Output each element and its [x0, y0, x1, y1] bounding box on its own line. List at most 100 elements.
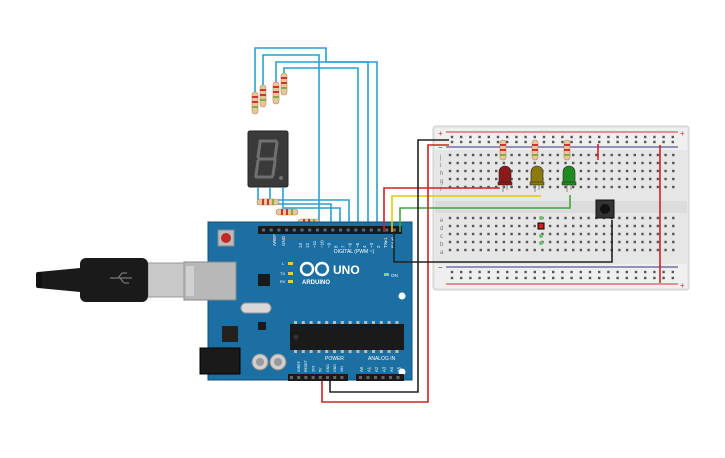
rail-hole[interactable] [515, 276, 518, 280]
rail-hole[interactable] [607, 135, 610, 139]
breadboard-hole[interactable] [471, 216, 475, 220]
breadboard-hole[interactable] [602, 185, 606, 189]
breadboard-hole[interactable] [579, 153, 583, 157]
analog-pin[interactable] [374, 376, 377, 379]
breadboard-hole[interactable] [471, 248, 475, 252]
header-pin[interactable] [385, 228, 389, 232]
breadboard-hole[interactable] [448, 232, 452, 236]
rail-hole[interactable] [588, 270, 592, 274]
breadboard-hole[interactable] [548, 177, 552, 181]
breadboard-hole[interactable] [656, 224, 660, 228]
wire-red-1[interactable] [383, 187, 500, 232]
breadboard-hole[interactable] [495, 240, 498, 244]
breadboard-hole[interactable] [625, 185, 629, 189]
breadboard-hole[interactable] [633, 240, 636, 244]
breadboard-hole[interactable] [587, 248, 590, 252]
breadboard-hole[interactable] [479, 248, 482, 252]
rail-hole[interactable] [616, 270, 619, 274]
breadboard-hole[interactable] [572, 240, 575, 244]
breadboard-hole[interactable] [672, 232, 675, 236]
breadboard-hole[interactable] [649, 177, 652, 181]
breadboard-hole[interactable] [672, 216, 675, 220]
breadboard-hole[interactable] [579, 224, 583, 228]
breadboard-hole[interactable] [641, 240, 644, 244]
breadboard-hole[interactable] [464, 169, 467, 173]
breadboard-hole[interactable] [664, 248, 667, 252]
breadboard-hole[interactable] [502, 248, 506, 252]
breadboard-hole[interactable] [510, 240, 513, 244]
breadboard-hole[interactable] [471, 169, 475, 173]
breadboard-hole[interactable] [456, 224, 459, 228]
rail-hole[interactable] [561, 270, 564, 274]
power-pin[interactable] [318, 376, 322, 379]
breadboard-hole[interactable] [641, 153, 644, 157]
wire-yellow[interactable] [391, 195, 541, 232]
rail-hole[interactable] [478, 276, 481, 280]
breadboard-hole[interactable] [548, 248, 552, 252]
breadboard-hole[interactable] [456, 153, 459, 157]
breadboard-hole[interactable] [541, 153, 544, 157]
breadboard-hole[interactable] [533, 248, 536, 252]
breadboard-hole[interactable] [525, 177, 529, 181]
breadboard-hole[interactable] [641, 248, 644, 252]
breadboard-hole[interactable] [649, 153, 652, 157]
rail-hole[interactable] [524, 140, 527, 144]
breadboard-hole[interactable] [556, 240, 559, 244]
rail-hole[interactable] [450, 276, 454, 280]
breadboard-hole[interactable] [479, 177, 482, 181]
breadboard-hole[interactable] [479, 232, 482, 236]
analog-pin[interactable] [396, 376, 400, 379]
rail-hole[interactable] [552, 270, 555, 274]
breadboard-hole[interactable] [656, 161, 660, 165]
rail-hole[interactable] [469, 140, 472, 144]
breadboard-hole[interactable] [510, 161, 513, 165]
breadboard-hole[interactable] [633, 224, 636, 228]
breadboard-hole[interactable] [572, 161, 575, 165]
push-button[interactable] [595, 199, 615, 219]
digital-header[interactable] [258, 226, 402, 234]
power-pin[interactable] [333, 376, 337, 379]
rail-hole[interactable] [515, 270, 518, 274]
breadboard-hole[interactable] [649, 185, 652, 189]
breadboard-hole[interactable] [610, 185, 613, 189]
breadboard-hole[interactable] [495, 169, 498, 173]
breadboard-hole[interactable] [502, 240, 506, 244]
rail-hole[interactable] [598, 140, 601, 144]
rail-hole[interactable] [625, 135, 628, 139]
breadboard-hole[interactable] [633, 153, 636, 157]
header-pin[interactable] [323, 228, 327, 232]
rail-hole[interactable] [598, 135, 601, 139]
breadboard-hole[interactable] [525, 224, 529, 228]
header-pin[interactable] [362, 228, 366, 232]
rail-hole[interactable] [478, 270, 481, 274]
header-pin[interactable] [308, 228, 312, 232]
breadboard-hole[interactable] [595, 185, 598, 189]
breadboard-hole[interactable] [464, 232, 467, 236]
breadboard-hole[interactable] [664, 177, 667, 181]
rail-hole[interactable] [515, 140, 518, 144]
breadboard-hole[interactable] [602, 224, 606, 228]
breadboard-hole[interactable] [610, 177, 613, 181]
breadboard-hole[interactable] [471, 224, 475, 228]
breadboard-hole[interactable] [510, 185, 513, 189]
rail-hole[interactable] [653, 276, 656, 280]
breadboard-hole[interactable] [618, 185, 621, 189]
breadboard-hole[interactable] [618, 240, 621, 244]
resistor[interactable] [531, 139, 539, 161]
breadboard-hole[interactable] [587, 185, 590, 189]
breadboard-hole[interactable] [479, 185, 482, 189]
breadboard-hole[interactable] [656, 240, 660, 244]
breadboard-hole[interactable] [510, 153, 513, 157]
breadboard-hole[interactable] [664, 185, 667, 189]
rail-hole[interactable] [542, 270, 546, 274]
breadboard-hole[interactable] [610, 153, 613, 157]
rail-hole[interactable] [542, 140, 546, 144]
rail-hole[interactable] [616, 140, 619, 144]
rail-hole[interactable] [506, 270, 509, 274]
breadboard-hole[interactable] [656, 153, 660, 157]
breadboard-hole[interactable] [456, 248, 459, 252]
breadboard-hole[interactable] [448, 224, 452, 228]
resistor[interactable] [259, 84, 267, 108]
breadboard-hole[interactable] [518, 232, 521, 236]
header-pin[interactable] [331, 228, 335, 232]
